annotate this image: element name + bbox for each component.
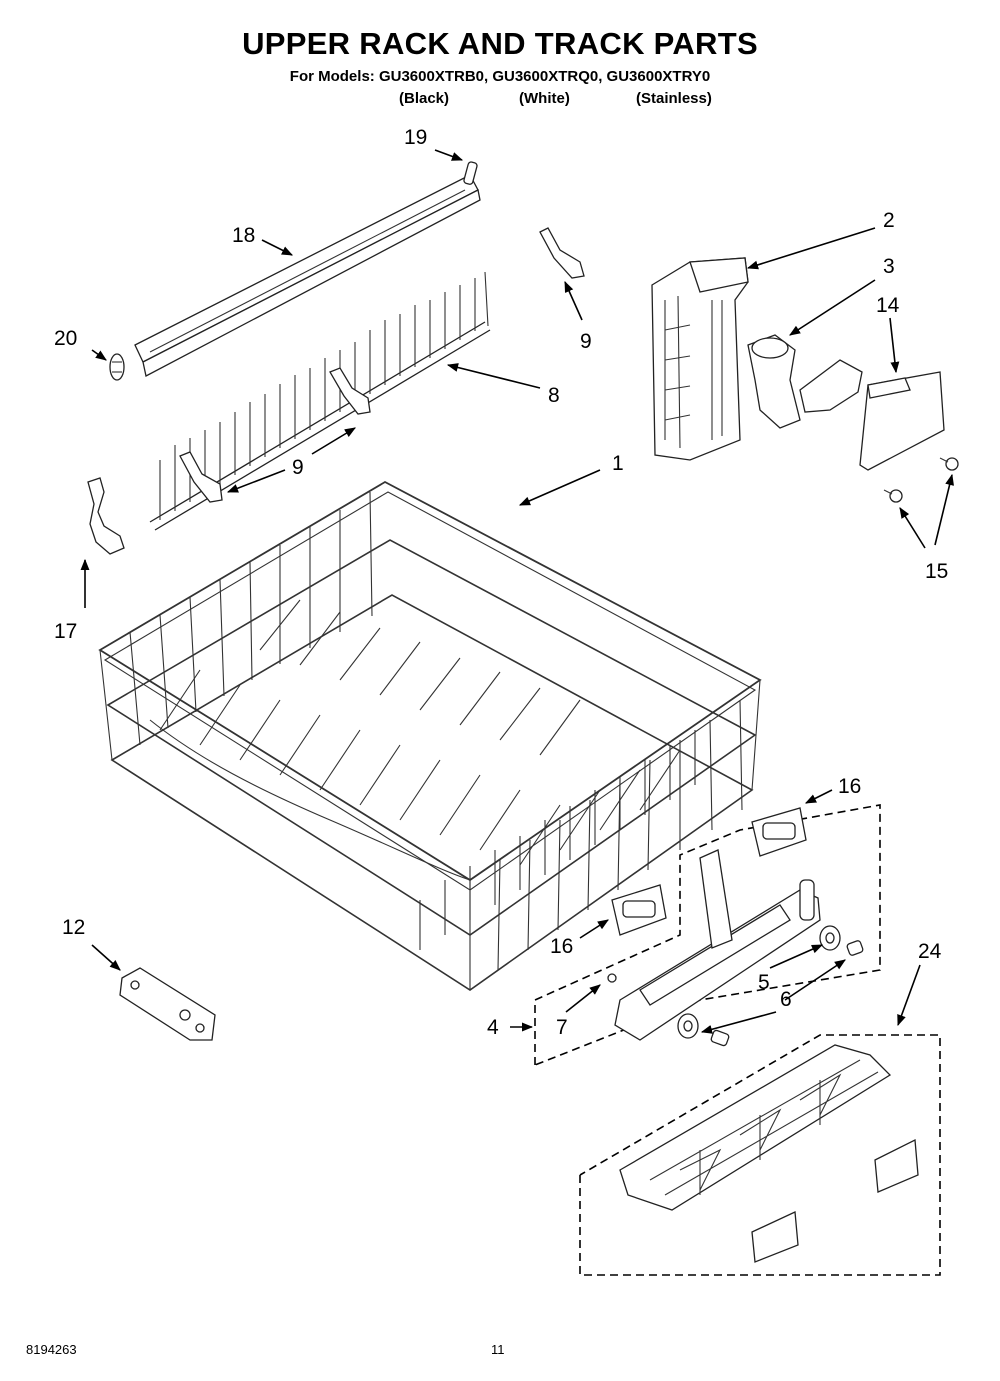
- callout-14: 14: [876, 294, 900, 317]
- callout-15: 15: [925, 560, 948, 583]
- page-number: 11: [491, 1342, 505, 1357]
- document-number: 8194263: [26, 1342, 77, 1357]
- callout-6: 6: [780, 988, 792, 1011]
- clip-part-16-upper: [751, 807, 807, 857]
- end-cap-part-19: [463, 161, 478, 185]
- callout-9-upper: 9: [580, 330, 592, 353]
- hook-part-17: [87, 477, 125, 555]
- clip-part-9-upper: [539, 227, 585, 279]
- callout-8: 8: [548, 384, 560, 407]
- clip-part-9-middle: [329, 367, 371, 415]
- callout-9-middle: 9: [292, 456, 304, 479]
- bracket-part-12: [119, 967, 216, 1041]
- stop-part-20: [109, 353, 125, 381]
- models-line: For Models: GU3600XTRB0, GU3600XTRQ0, GU…: [289, 68, 711, 85]
- variant-white: (White): [519, 90, 570, 107]
- cover-part-14: [859, 371, 945, 471]
- callout-19: 19: [404, 126, 427, 149]
- clip-part-16-lower: [611, 884, 667, 936]
- callout-18: 18: [232, 224, 255, 247]
- upper-rack-part-1: [98, 480, 762, 991]
- adjuster-housing-part-2: [651, 257, 749, 461]
- screw-part-7: [607, 973, 617, 983]
- page-title: UPPER RACK AND TRACK PARTS: [242, 26, 758, 61]
- screws-part-15: [883, 457, 959, 503]
- callout-3: 3: [883, 255, 895, 278]
- lever-part-3: [747, 334, 863, 429]
- track-assembly-part-4: [534, 804, 881, 1066]
- wheel-part-5: [677, 925, 841, 1039]
- callout-16-upper: 16: [838, 775, 861, 798]
- clip-part-9-lower: [179, 451, 223, 503]
- callout-17: 17: [54, 620, 77, 643]
- callout-16-lower: 16: [550, 935, 573, 958]
- rail-part-18: [134, 174, 481, 377]
- axle-part-6: [710, 940, 864, 1047]
- variant-black: (Black): [399, 90, 450, 107]
- callout-1: 1: [612, 452, 624, 475]
- callout-2: 2: [883, 209, 895, 232]
- callout-20: 20: [54, 327, 77, 350]
- callout-7: 7: [556, 1016, 568, 1039]
- variant-stainless: (Stainless): [636, 90, 712, 107]
- callout-12: 12: [62, 916, 85, 939]
- tray-part-24: [579, 1034, 941, 1276]
- leader-lines: [80, 149, 954, 1034]
- callout-24: 24: [918, 940, 942, 963]
- callout-4: 4: [487, 1016, 499, 1039]
- callout-5: 5: [758, 971, 770, 994]
